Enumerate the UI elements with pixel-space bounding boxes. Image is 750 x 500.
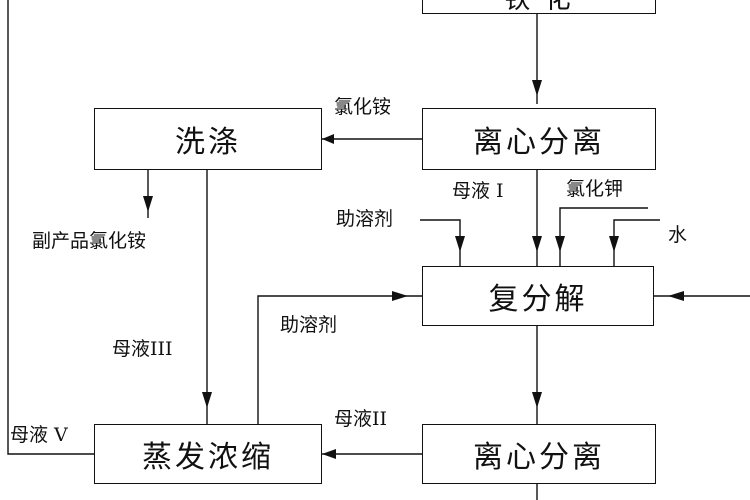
- label-byproduct: 副产品氯化铵: [32, 230, 147, 252]
- line-mother-liquor-5: [7, 0, 94, 455]
- washing-label: 洗涤: [175, 125, 241, 160]
- arrowhead: [668, 291, 684, 301]
- label-solubilizer-1: 助溶剂: [336, 208, 394, 230]
- arrowhead: [609, 236, 619, 252]
- arrowhead: [143, 196, 153, 212]
- arrowhead: [392, 291, 408, 301]
- arrow-evaporation-to-metathesis: [257, 295, 422, 424]
- evaporation-label: 蒸发浓缩: [142, 440, 274, 475]
- label-potassium-chloride: 氯化钾: [566, 178, 624, 200]
- arrowhead: [322, 449, 336, 459]
- centrifuge-1-label: 离心分离: [473, 125, 605, 160]
- label-mother-liquor-2: 母液II: [334, 408, 388, 430]
- label-water: 水: [668, 224, 688, 246]
- arrowhead: [202, 392, 212, 408]
- label-mother-liquor-5: 母液 V: [10, 424, 68, 446]
- evaporation-box: 蒸发浓缩: [94, 424, 322, 484]
- centrifuge-2-label: 离心分离: [473, 440, 605, 475]
- arrow-kcl-in: [559, 207, 648, 266]
- arrow-water-in: [613, 219, 660, 266]
- label-mother-liquor-3: 母液III: [112, 338, 173, 360]
- label-mother-liquor-1: 母液 I: [452, 180, 504, 202]
- metathesis-box: 复分解: [422, 266, 654, 326]
- top-process-box: 铁 化: [422, 0, 656, 14]
- label-ammonium-chloride-top: 氯化铵: [334, 96, 392, 118]
- washing-box: 洗涤: [94, 108, 322, 170]
- centrifuge-1-box: 离心分离: [422, 108, 656, 170]
- arrowhead: [455, 236, 465, 252]
- arrowhead: [322, 134, 334, 144]
- arrowhead: [532, 80, 542, 96]
- arrowhead: [555, 236, 565, 252]
- label-solubilizer-2: 助溶剂: [280, 314, 338, 336]
- arrow-solubilizer-in: [420, 219, 461, 266]
- top-process-label: 铁 化: [504, 0, 574, 15]
- arrowhead: [532, 236, 542, 252]
- arrowhead: [532, 392, 542, 408]
- centrifuge-2-box: 离心分离: [422, 424, 656, 484]
- metathesis-label: 复分解: [488, 282, 588, 317]
